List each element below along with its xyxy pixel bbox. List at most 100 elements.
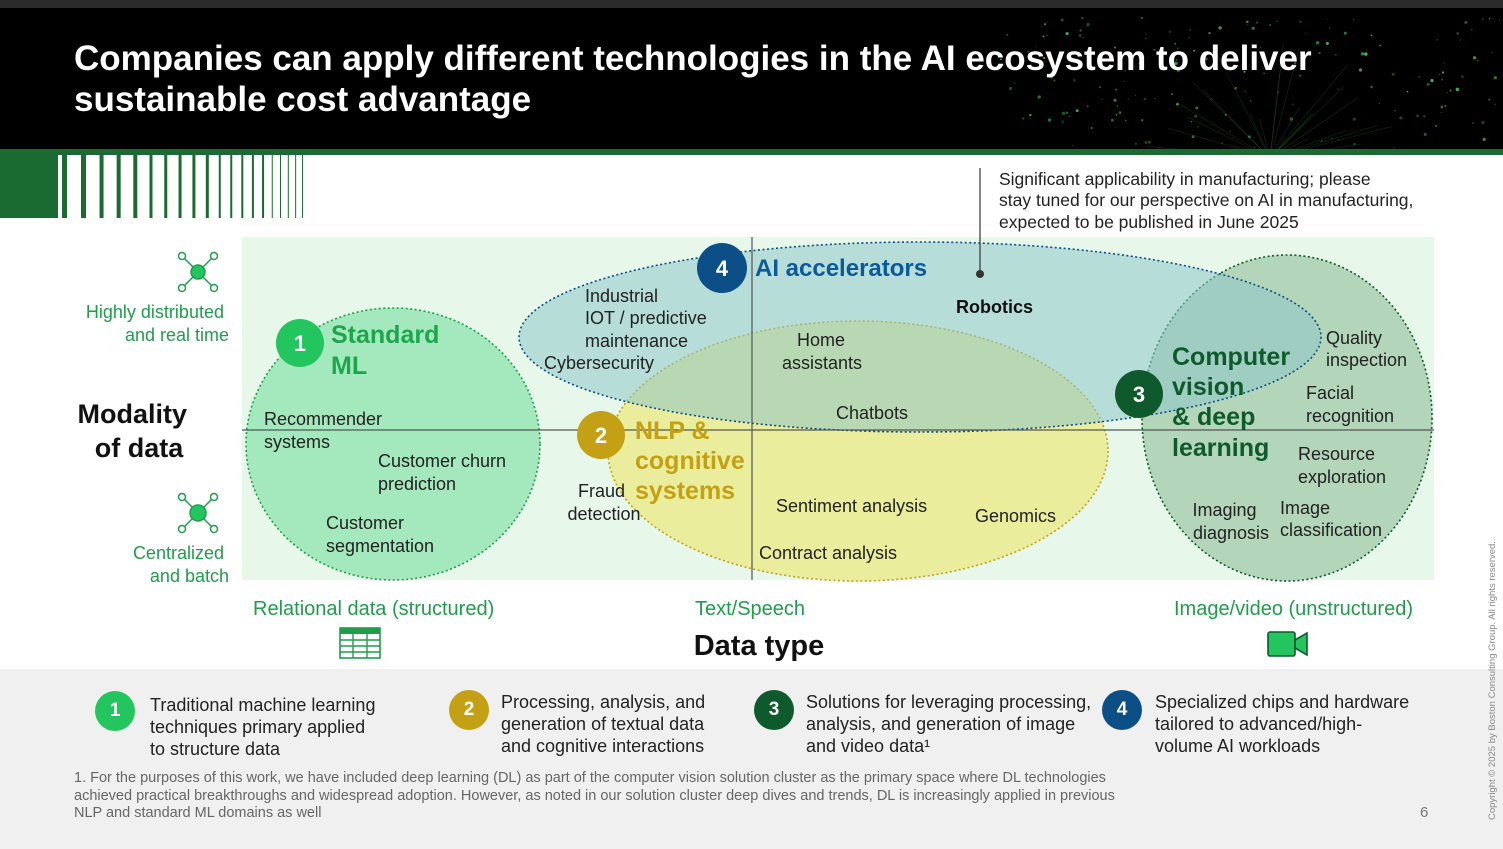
sparkle-dot: [1440, 105, 1444, 109]
sparkle-dot: [1053, 79, 1056, 82]
cluster-4-title: AI accelerators: [755, 255, 927, 282]
cluster-1-number: 1: [294, 331, 306, 356]
sparkle-dot: [1047, 118, 1052, 122]
sparkle-dot: [1086, 105, 1089, 108]
top-strip: [0, 0, 1503, 8]
sparkle-dot: [1449, 89, 1452, 92]
sparkle-dot: [1042, 35, 1045, 38]
item-industrial-iot: Industrial IOT / predictive maintenance: [585, 286, 712, 351]
sparkle-ray: [1270, 69, 1281, 149]
sparkle-dot: [1276, 20, 1279, 23]
sparkle-dot: [1144, 141, 1148, 144]
item-quality-inspection: Quality inspection: [1326, 328, 1407, 370]
legend-2-badge: 2: [449, 690, 489, 730]
sparkle-dot: [1471, 122, 1475, 125]
sparkle-dot: [1481, 17, 1484, 21]
sparkle-dot: [1249, 100, 1252, 102]
sparkle-dot: [1455, 87, 1460, 92]
sparkle-dot: [1090, 127, 1093, 129]
video-camera-icon: [1267, 631, 1308, 657]
sparkle-dot: [1488, 18, 1491, 20]
cluster-2-badge: [577, 411, 625, 459]
sparkle-dot: [1364, 52, 1368, 56]
sparkle-dot: [1124, 69, 1127, 72]
sparkle-dot: [1086, 22, 1090, 27]
cluster-3-title: Computer vision & deep learning: [1172, 343, 1297, 462]
sparkle-dot: [1176, 47, 1179, 50]
x-axis-left-label: Relational data (structured): [253, 598, 494, 620]
sparkle-dot: [1352, 18, 1355, 21]
sparkle-dot: [1263, 72, 1265, 74]
sparkle-dot: [1113, 46, 1117, 49]
sparkle-ray: [1249, 114, 1267, 149]
cluster-4-badge: [697, 243, 747, 293]
sparkle-dot: [1353, 142, 1356, 146]
header-banner: Companies can apply different technologi…: [0, 8, 1503, 149]
sparkle-dot: [1127, 98, 1129, 100]
sparkle-dot: [1234, 86, 1238, 90]
sparkle-dot: [1082, 36, 1084, 39]
stripe-bar: [218, 155, 221, 218]
sparkle-dot: [1418, 75, 1421, 79]
sparkle-dot: [1325, 41, 1329, 45]
stripe-bar: [230, 155, 233, 218]
cluster-2-number: 2: [595, 423, 607, 448]
sparkle-dot: [1494, 103, 1496, 106]
sparkle-dot: [1315, 40, 1320, 45]
cluster-standard-ml: [245, 307, 541, 581]
sparkle-dot: [1299, 20, 1302, 23]
legend-band: [0, 669, 1503, 849]
legend-4-text: Specialized chips and hardware tailored …: [1155, 692, 1410, 756]
sparkle-dot: [1277, 91, 1279, 93]
stripe-bar: [116, 155, 121, 218]
item-genomics: Genomics: [975, 506, 1056, 526]
item-home-assistants: Home assistants: [782, 330, 862, 373]
sparkle-dot: [1379, 44, 1382, 47]
sparkle-ray: [1271, 48, 1300, 149]
sparkle-dot: [1138, 62, 1141, 64]
stripe-bar: [81, 155, 86, 218]
page-number: 6: [1420, 804, 1429, 821]
sparkle-dot: [1113, 98, 1117, 102]
sparkle-ray: [1187, 116, 1253, 149]
item-robotics: Robotics: [956, 297, 1033, 317]
sparkle-dot: [1145, 33, 1148, 35]
sparkle-dot: [1115, 88, 1118, 91]
sparkle-dot: [1304, 32, 1307, 35]
sparkle-dot: [1188, 36, 1191, 39]
sparkle-dot: [1430, 79, 1434, 83]
sparkle-dot: [1169, 108, 1171, 110]
sparkle-dot: [999, 58, 1002, 61]
sparkle-dot: [1176, 102, 1179, 106]
sparkle-dot: [1040, 26, 1043, 28]
sparkle-dot: [1046, 34, 1048, 37]
sparkle-dot: [1321, 140, 1323, 142]
y-axis-title: Modality of data: [77, 399, 194, 463]
sparkle-dot: [1065, 111, 1069, 115]
item-contract-analysis: Contract analysis: [759, 543, 897, 563]
sparkle-dot: [1080, 16, 1084, 20]
stripe-bar: [287, 155, 289, 218]
item-image-classification: Image classification: [1280, 498, 1382, 540]
sparkle-dot: [1393, 147, 1395, 149]
sparkle-dot: [1218, 26, 1222, 30]
sparkle-dot: [1470, 28, 1473, 31]
sparkle-dot: [1140, 16, 1143, 20]
sparkle-dot: [1460, 75, 1464, 79]
sparkle-dot: [1140, 118, 1144, 122]
sparkle-dot: [1254, 146, 1256, 148]
sparkle-dot: [1472, 56, 1477, 60]
sparkle-dot: [1051, 70, 1054, 72]
sparkle-dot: [1426, 82, 1430, 86]
sparkle-dot: [1435, 124, 1438, 127]
sparkle-dot: [1436, 39, 1438, 41]
sparkle-dot: [1065, 32, 1069, 36]
sparkle-dot: [1143, 97, 1147, 101]
sparkle-dot: [1195, 106, 1199, 110]
stripe-bar: [164, 155, 168, 218]
cluster-1-badge: [276, 319, 324, 367]
sparkle-dot: [1482, 137, 1486, 142]
sparkle-dot: [1459, 39, 1462, 41]
sparkle-dot: [1078, 33, 1082, 38]
